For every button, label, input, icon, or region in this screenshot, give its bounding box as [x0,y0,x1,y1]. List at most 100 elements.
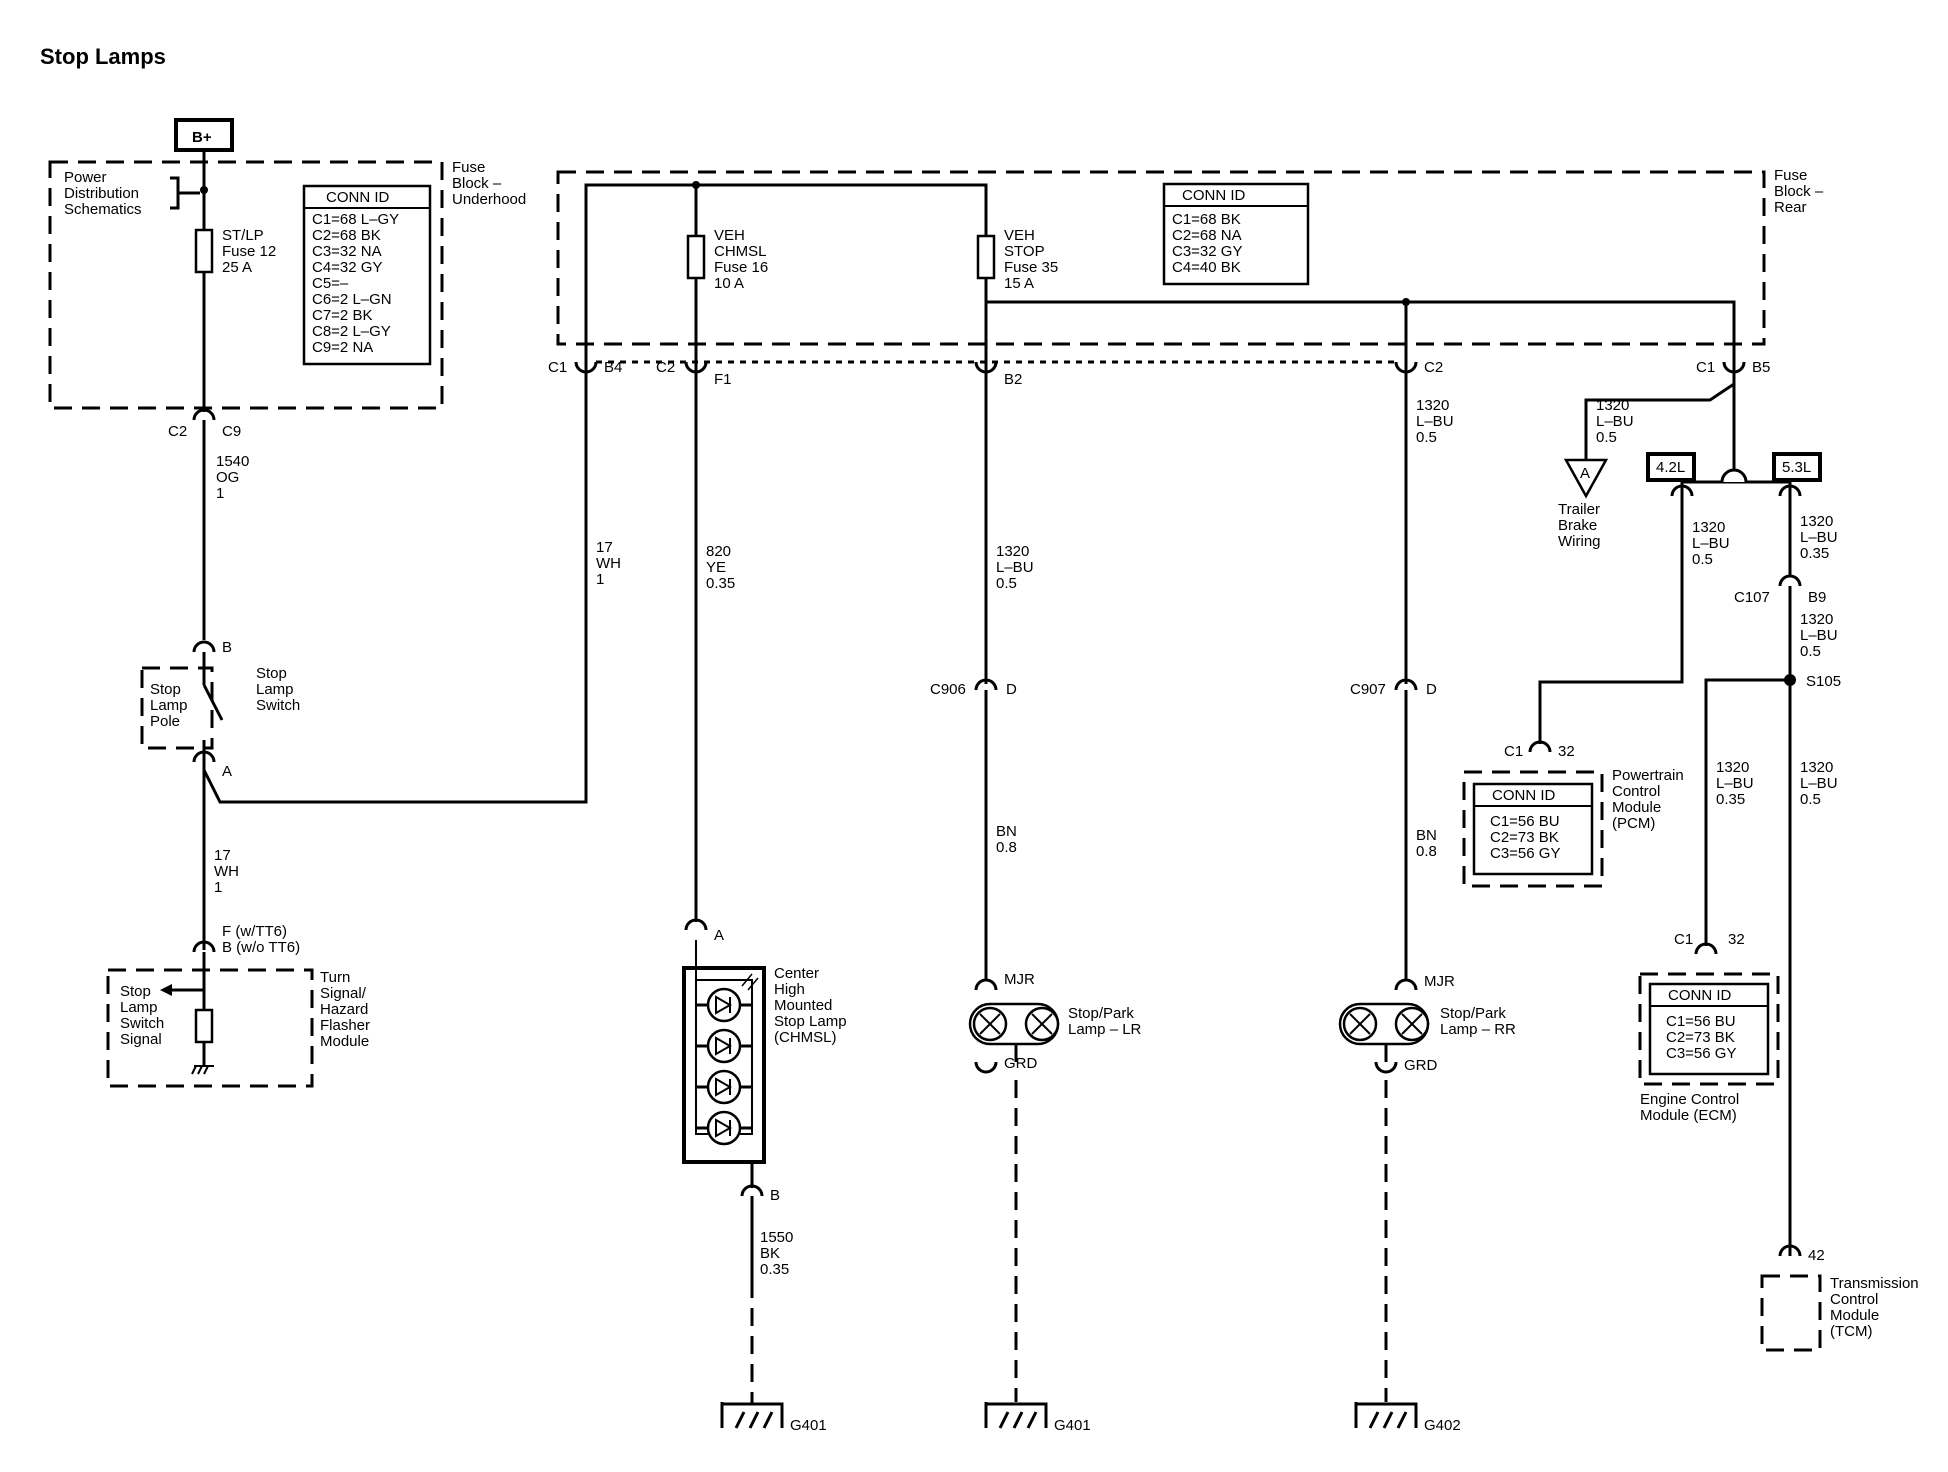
svg-text:L–BU: L–BU [1596,413,1634,430]
connector-ecm-c1 [1694,942,1718,955]
svg-text:17: 17 [596,539,613,556]
svg-text:0.35: 0.35 [1800,545,1829,562]
wire-label-1320-tcm: 1320 L–BU 0.5 [1800,759,1838,808]
led-icon [696,1069,752,1105]
svg-text:CONN ID: CONN ID [326,189,390,206]
svg-text:Lamp: Lamp [256,681,294,698]
connector-label: C9 [222,423,241,440]
svg-text:High: High [774,981,805,998]
svg-text:L–BU: L–BU [1716,775,1754,792]
svg-text:Fuse 16: Fuse 16 [714,259,768,276]
stop-lamp-pole-box [140,666,214,750]
svg-text:VEH: VEH [1004,227,1035,244]
connector-label: MJR [1424,973,1455,990]
svg-text:Lamp: Lamp [150,697,188,714]
svg-text:C3=56 GY: C3=56 GY [1490,845,1560,862]
svg-text:Fuse: Fuse [452,159,485,176]
svg-text:0.35: 0.35 [1716,791,1745,808]
connector-label: C1 [548,359,567,376]
connector-label: A [714,927,724,944]
svg-text:C4=32 GY: C4=32 GY [312,259,382,276]
svg-text:1: 1 [216,485,224,502]
stop-lamp-switch-label: Stop Lamp Switch [256,665,300,714]
svg-text:1320: 1320 [1416,397,1449,414]
svg-text:OG: OG [216,469,239,486]
svg-text:L–BU: L–BU [1692,535,1730,552]
svg-text:Distribution: Distribution [64,185,139,202]
fuse-veh-stop [976,234,996,280]
svg-text:Module (ECM): Module (ECM) [1640,1107,1737,1124]
svg-text:WH: WH [214,863,239,880]
powertrain-control-module [1462,770,1604,888]
chmsl-label: Center High Mounted Stop Lamp (CHMSL) [774,965,847,1046]
svg-text:C2=68 NA: C2=68 NA [1172,227,1242,244]
fuse-st-lp [194,228,214,274]
svg-text:Control: Control [1830,1291,1878,1308]
svg-text:0.5: 0.5 [1596,429,1617,446]
svg-text:25 A: 25 A [222,259,252,276]
trailer-brake-wiring-label: Trailer Brake Wiring [1558,501,1601,550]
svg-text:0.5: 0.5 [1800,791,1821,808]
wire-label-1320-pcm: 1320 L–BU 0.5 [1692,519,1730,568]
svg-text:Transmission: Transmission [1830,1275,1919,1292]
connector-label: B4 [604,359,622,376]
fuse-veh-chmsl [686,234,706,280]
connector-label: GRD [1004,1055,1038,1072]
wire-label-bn-rr: BN 0.8 [1416,827,1437,860]
connector-label: C906 [930,681,966,698]
connector-label: D [1426,681,1437,698]
pcm-label: Powertrain Control Module (PCM) [1612,767,1684,832]
svg-text:1320: 1320 [996,543,1029,560]
svg-text:L–BU: L–BU [996,559,1034,576]
conn-id-table-ecm: CONN ID C1=56 BU C2=73 BK C3=56 GY [1648,982,1770,1076]
svg-text:Switch: Switch [120,1015,164,1032]
svg-text:G401: G401 [790,1417,827,1434]
svg-text:1320: 1320 [1692,519,1725,536]
connector-label: C107 [1734,589,1770,606]
fuse-block-rear-label: Fuse Block – Rear [1774,167,1824,216]
stop-lamp-switch-signal-label: Stop Lamp Switch Signal [120,983,164,1048]
svg-text:YE: YE [706,559,726,576]
connector-label: F (w/TT6) [222,923,287,940]
connector-label: C1 [1504,743,1523,760]
svg-text:CHMSL: CHMSL [714,243,767,260]
svg-text:ST/LP: ST/LP [222,227,264,244]
svg-text:C1=68 L–GY: C1=68 L–GY [312,211,399,228]
svg-text:C6=2 L–GN: C6=2 L–GN [312,291,392,308]
connector-chmsl-b [740,1184,764,1197]
connector-f-b [192,940,216,953]
connector-a [192,750,216,763]
svg-text:1: 1 [596,571,604,588]
connector-label: MJR [1004,971,1035,988]
svg-text:Stop/Park: Stop/Park [1068,1005,1134,1022]
page-title: Stop Lamps [40,44,166,69]
connector-label: B (w/o TT6) [222,939,300,956]
svg-text:Wiring: Wiring [1558,533,1601,550]
svg-text:Stop: Stop [150,681,181,698]
svg-text:C2=73 BK: C2=73 BK [1666,1029,1735,1046]
svg-text:L–BU: L–BU [1416,413,1454,430]
svg-text:BK: BK [760,1245,780,1262]
svg-text:Trailer: Trailer [1558,501,1600,518]
svg-text:Powertrain: Powertrain [1612,767,1684,784]
svg-text:Schematics: Schematics [64,201,142,218]
wire-label-bn-lr: BN 0.8 [996,823,1017,856]
stop-park-lamp-lr [968,1002,1060,1046]
light-rays-icon [741,973,759,991]
connector-b [192,640,216,653]
svg-text:Brake: Brake [1558,517,1597,534]
led-icon [696,1110,752,1146]
svg-text:Module: Module [1612,799,1661,816]
conn-id-table-underhood: CONN ID C1=68 L–GY C2=68 BK C3=32 NA C4=… [302,184,432,366]
svg-text:Underhood: Underhood [452,191,526,208]
svg-text:STOP: STOP [1004,243,1045,260]
svg-text:0.5: 0.5 [1692,551,1713,568]
connector-label: GRD [1404,1057,1438,1074]
svg-text:C3=32 NA: C3=32 NA [312,243,382,260]
connector-label: D [1006,681,1017,698]
wire-label-1320-trailer: 1320 L–BU 0.5 [1596,397,1634,446]
connector-label: C2 [1424,359,1443,376]
svg-text:G402: G402 [1424,1417,1461,1434]
wire-label-1320-535: 1320 L–BU 0.35 [1800,513,1838,562]
connector-c907 [1394,678,1418,691]
